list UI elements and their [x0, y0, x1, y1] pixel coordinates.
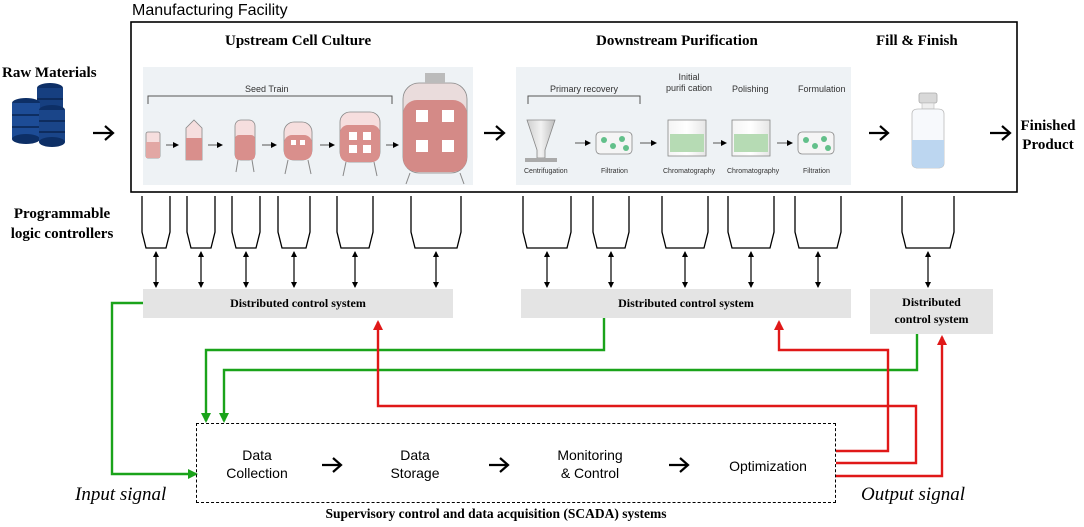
flow-arrowhead-upstream-to-downstream [495, 125, 506, 141]
plc-dcs-connectors [153, 251, 931, 288]
finished-product-line1: Finished [1020, 118, 1076, 134]
output-signal-lines [373, 320, 947, 478]
output-line-fill [836, 335, 947, 478]
scada-box [196, 423, 836, 503]
input-signal-lines [110, 301, 919, 479]
seed-train-illustration [145, 73, 468, 185]
downstream-section-title: Downstream Purification [596, 33, 758, 49]
centrifugation-label: Centrifugation [524, 168, 568, 175]
plc-icon-11 [794, 196, 842, 249]
scada-step-2-line2: Storage [390, 465, 440, 481]
scada-step-monitoring-control: Monitoring & Control [530, 446, 650, 482]
scada-caption: Supervisory control and data acquisition… [325, 506, 667, 521]
plc-icon-10 [727, 196, 775, 249]
vial-icon [911, 92, 945, 169]
output-line-downstream [774, 320, 890, 453]
scada-step-data-collection: Data Collection [207, 446, 307, 482]
input-line-fill [219, 334, 919, 423]
dcs-label-upstream: Distributed control system [230, 296, 366, 310]
filtration-label-1: Filtration [601, 168, 628, 175]
dcs-box-upstream [143, 289, 453, 318]
dcs-label-fill-line1: Distributed [902, 295, 961, 309]
dcs-box-downstream [521, 289, 851, 318]
facility-title: Manufacturing Facility [132, 2, 288, 19]
plc-icon-8 [592, 196, 630, 249]
plc-icon-1 [141, 196, 171, 249]
input-signal-label: Input signal [75, 484, 167, 505]
flow-arrowhead-fill-to-product [1001, 125, 1012, 141]
plc-icon-9 [661, 196, 709, 249]
scada-step-data-storage: Data Storage [360, 446, 470, 482]
seed-train-label: Seed Train [245, 84, 289, 94]
scada-step-1-line1: Data [242, 447, 272, 463]
finished-product-label: Finished Product [1010, 117, 1084, 155]
filtration-label-2: Filtration [803, 168, 830, 175]
barrels-icon [12, 83, 65, 147]
flow-arrowhead-downstream-to-fill [879, 125, 890, 141]
plc-icon-6 [410, 196, 462, 249]
plc-label-line2: logic controllers [10, 226, 114, 242]
downstream-illustration [525, 95, 835, 162]
polishing-label: Polishing [732, 84, 769, 94]
dcs-label-fill: Distributed control system [870, 294, 993, 328]
plc-label-line1: Programmable [13, 206, 111, 222]
plc-icons [141, 196, 955, 249]
plc-icon-2 [186, 196, 216, 249]
raw-materials-label: Raw Materials [2, 65, 97, 81]
plc-icon-12 [901, 196, 955, 249]
plc-icon-7 [522, 196, 572, 249]
initial-purification-label: Initial purifi cation [664, 72, 714, 94]
output-line-upstream [373, 320, 918, 465]
dcs-label-fill-line2: control system [894, 312, 969, 326]
scada-step-optimization: Optimization [729, 458, 807, 474]
primary-recovery-label: Primary recovery [550, 84, 619, 94]
dcs-box-fill [870, 289, 993, 334]
flow-arrowhead-raw-to-upstream [104, 125, 115, 141]
initial-purification-line1: Initial [678, 72, 700, 82]
fill-finish-section-title: Fill & Finish [876, 33, 958, 49]
plc-label: Programmable logic controllers [2, 204, 122, 244]
scada-step-3-line1: Monitoring [557, 447, 623, 463]
output-signal-label: Output signal [861, 484, 965, 505]
dcs-label-downstream: Distributed control system [618, 296, 754, 310]
finished-product-line2: Product [1022, 137, 1074, 153]
formulation-label: Formulation [798, 84, 846, 94]
initial-purification-line2: purifi cation [665, 83, 713, 93]
scada-step-2-line1: Data [400, 447, 430, 463]
manufacturing-facility-box [130, 21, 1018, 193]
scada-step-arrows [322, 457, 690, 473]
upstream-section-title: Upstream Cell Culture [225, 33, 372, 49]
plc-icon-5 [336, 196, 374, 249]
input-line-upstream [110, 301, 198, 479]
plc-icon-4 [277, 196, 311, 249]
plc-icon-3 [231, 196, 261, 249]
chromatography-label-1: Chromatography [663, 168, 716, 175]
chromatography-label-2: Chromatography [727, 168, 780, 175]
scada-step-1-line2: Collection [226, 465, 288, 481]
scada-step-3-line2: & Control [560, 465, 620, 481]
input-line-downstream [201, 318, 606, 423]
main-flow-arrows [93, 125, 1012, 141]
